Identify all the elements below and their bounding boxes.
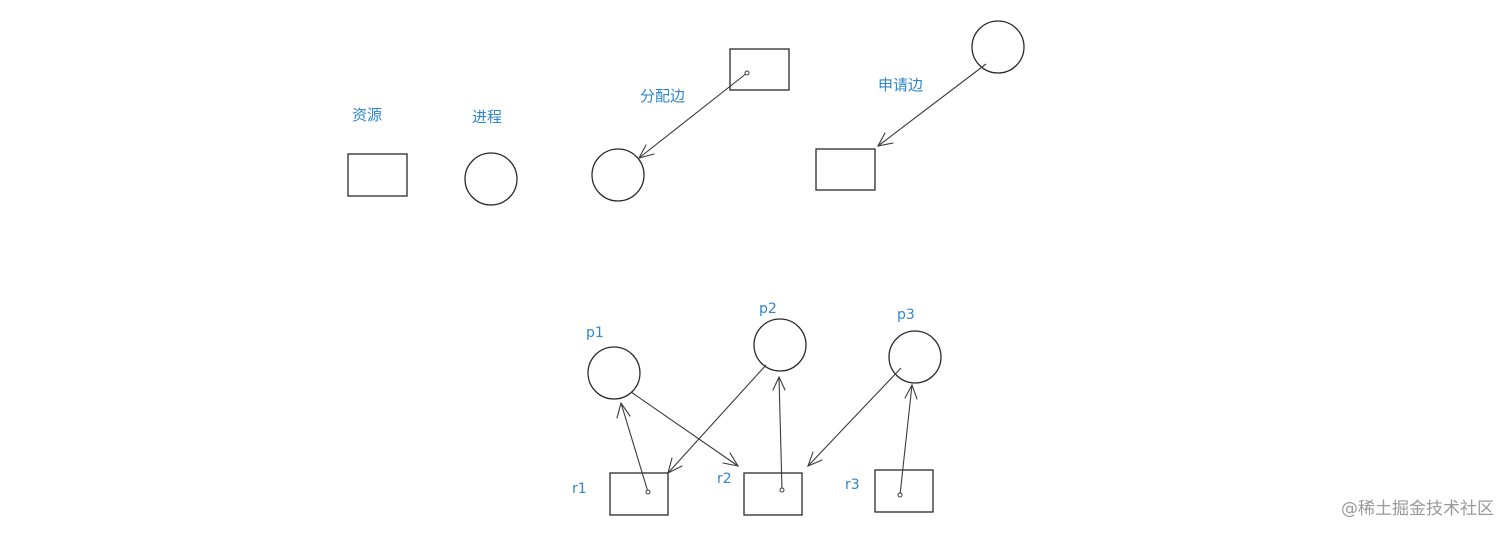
edge-p3-to-r2 — [807, 367, 902, 467]
node-label-r1: r1 — [572, 481, 587, 497]
arrowhead-p1-to-r2 — [722, 452, 740, 467]
edge-p2-to-r1 — [667, 364, 767, 474]
resource-node-r3 — [874, 469, 934, 513]
legend-request-resource-rect — [815, 148, 876, 191]
legend-request-edge — [877, 63, 987, 147]
legend-request-process-circle — [971, 20, 1025, 74]
legend-resource-rect — [347, 153, 408, 197]
arrowhead-r3-to-p3 — [904, 383, 918, 400]
process-node-p1 — [587, 346, 641, 400]
node-label-r3: r3 — [845, 477, 860, 493]
watermark: @稀土掘金技术社区 — [1341, 499, 1494, 519]
process-node-p2 — [753, 318, 807, 372]
node-label-p1: p1 — [586, 325, 604, 341]
edge-r2-origin-dot — [779, 487, 785, 493]
legend-process-circle — [464, 152, 518, 206]
legend-request-arrowhead — [876, 132, 894, 147]
legend: 资源 进程 分配边 申请边 — [347, 20, 1025, 206]
arrowhead-p2-to-r1 — [667, 457, 683, 475]
process-node-p3 — [888, 330, 942, 384]
legend-assignment-resource-rect — [729, 48, 790, 91]
edge-r3-origin-dot — [897, 492, 903, 498]
node-label-p3: p3 — [897, 307, 915, 323]
legend-assignment-process-circle — [591, 148, 645, 202]
legend-assignment-arrowhead — [637, 144, 655, 159]
legend-request-edge-label: 申请边 — [878, 76, 923, 94]
arrowhead-p3-to-r2 — [807, 451, 823, 468]
resource-node-r1 — [609, 472, 669, 516]
arrowhead-r1-to-p1 — [616, 401, 631, 419]
legend-assignment-edge-label: 分配边 — [640, 87, 685, 105]
node-label-p2: p2 — [759, 301, 777, 317]
edge-r1-origin-dot — [645, 489, 651, 495]
arrowhead-r2-to-p2 — [772, 375, 786, 391]
allocation-graph: p1 p2 p3 r1 r2 r3 — [572, 301, 942, 516]
node-label-r2: r2 — [717, 471, 732, 487]
edge-r1-to-p1 — [620, 402, 649, 493]
legend-resource-label: 资源 — [352, 106, 382, 124]
resource-node-r2 — [743, 472, 803, 516]
legend-assignment-edge-origin-dot — [744, 70, 750, 76]
legend-process-label: 进程 — [472, 108, 502, 126]
edge-r3-to-p3 — [899, 384, 913, 496]
edge-r2-to-p2 — [778, 376, 783, 491]
edge-p1-to-r2 — [630, 391, 739, 467]
legend-assignment-edge — [638, 72, 748, 159]
